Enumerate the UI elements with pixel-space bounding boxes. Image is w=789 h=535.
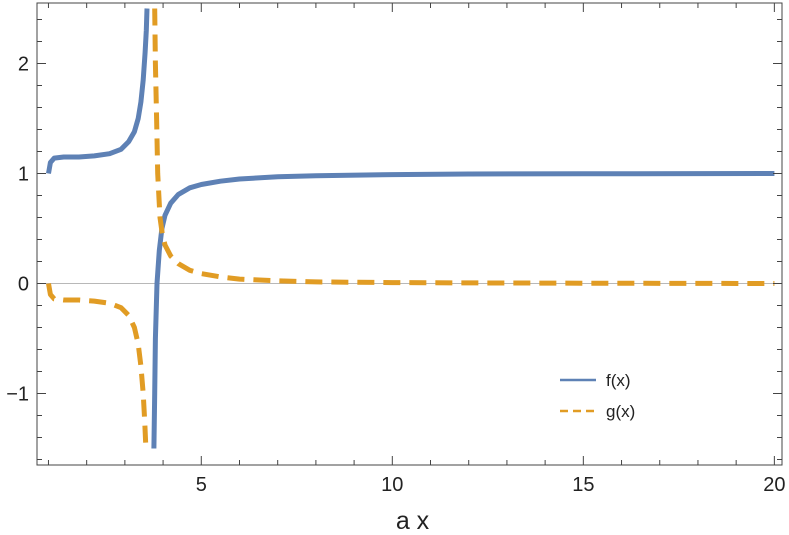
y-tick-label-neg1: −1 (6, 384, 29, 406)
y-tick-label-1: 1 (18, 164, 29, 186)
x-tick-label-15: 15 (572, 474, 594, 496)
x-axis-label: a x (396, 507, 430, 535)
plot-frame (36, 2, 783, 466)
series-1-line-segment-1 (46, 8, 150, 174)
series-2-line-segment-1 (46, 283, 149, 449)
x-tick-label-20: 20 (763, 474, 785, 496)
y-tick-label-2: 2 (18, 54, 29, 76)
legend-label-series-1: f(x) (606, 371, 631, 390)
x-tick-label-5: 5 (196, 474, 207, 496)
series-1-line-segment-2 (151, 171, 775, 449)
series-2-line-segment-2 (152, 8, 775, 286)
legend-label-series-2: g(x) (606, 402, 635, 421)
y-tick-label-0: 0 (18, 274, 29, 296)
x-tick-label-10: 10 (381, 474, 403, 496)
